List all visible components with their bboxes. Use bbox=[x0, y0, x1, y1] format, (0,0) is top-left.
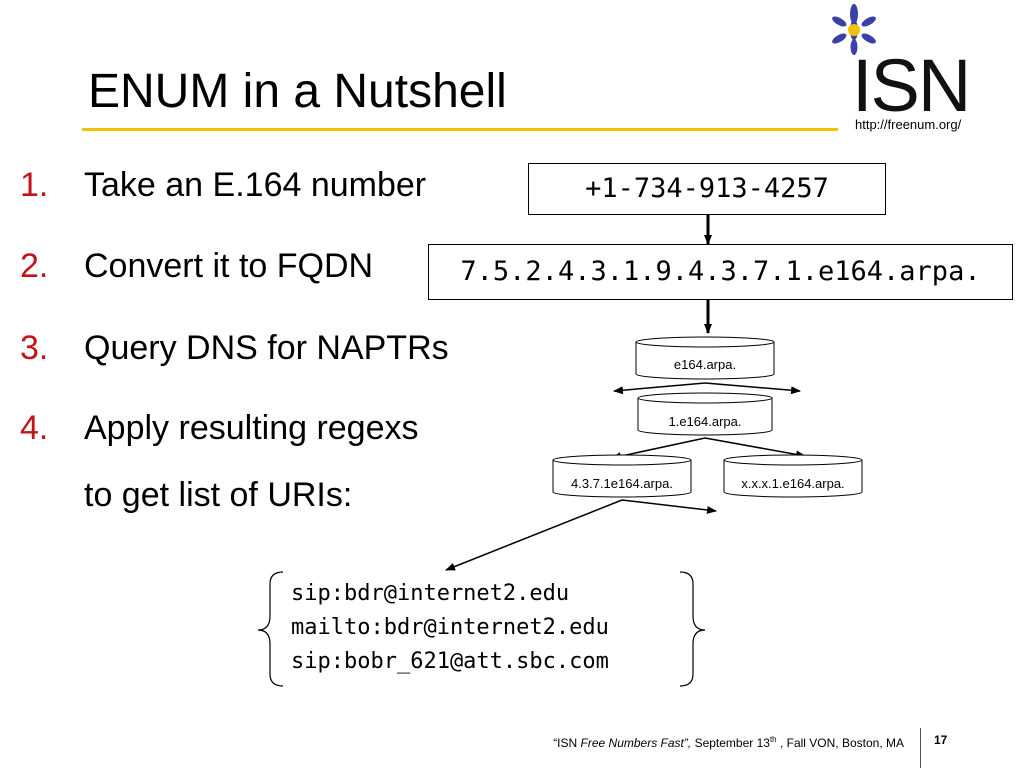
flower-petal bbox=[861, 33, 876, 44]
left-brace bbox=[257, 571, 284, 687]
step-item-1: 1. Take an E.164 number bbox=[20, 165, 540, 205]
flower-petal bbox=[850, 39, 858, 55]
db-cylinder-root bbox=[635, 336, 775, 380]
uri-item: sip:bdr@internet2.edu bbox=[291, 581, 570, 606]
db-label-level2-left: 4.3.7.1e164.arpa. bbox=[571, 476, 673, 491]
uri-item: mailto:bdr@internet2.edu bbox=[291, 615, 609, 640]
step-text: Convert it to FQDN bbox=[84, 247, 374, 285]
phone-number-box: +1-734-913-4257 bbox=[528, 163, 886, 215]
right-brace bbox=[679, 571, 706, 687]
flower-petal bbox=[850, 5, 858, 21]
step-4-continuation: to get list of URIs: bbox=[84, 476, 353, 514]
step-number: 3. bbox=[20, 329, 49, 367]
flower-center bbox=[848, 24, 860, 36]
footer-event: , Fall VON, Boston, MA bbox=[776, 736, 904, 750]
flower-petal bbox=[832, 33, 847, 44]
flower-logo-icon bbox=[832, 4, 876, 55]
flower-petal bbox=[861, 16, 876, 27]
logo-text: ISN bbox=[852, 44, 971, 127]
step-item-2: 2. Convert it to FQDN bbox=[20, 246, 540, 286]
footer-date-suffix: th bbox=[769, 735, 777, 744]
db-label-level1: 1.e164.arpa. bbox=[668, 414, 742, 429]
footer-quote-italic: Free Numbers Fast”, bbox=[580, 736, 692, 750]
fqdn-box: 7.5.2.4.3.1.9.4.3.7.1.e164.arpa. bbox=[428, 244, 1013, 300]
title-underline bbox=[82, 128, 838, 131]
arrow-root-right bbox=[704, 382, 801, 395]
footer-date: September 13 bbox=[691, 736, 770, 750]
arrow-level2-right bbox=[621, 499, 717, 514]
step-text: Query DNS for NAPTRs bbox=[84, 329, 449, 367]
flower-petal bbox=[832, 16, 847, 27]
step-number: 1. bbox=[20, 166, 49, 204]
page-number: 17 bbox=[934, 733, 948, 747]
slide-title: ENUM in a Nutshell bbox=[88, 65, 507, 118]
db-cylinder-level1 bbox=[637, 392, 773, 436]
footer-quote-open: “ISN bbox=[553, 736, 581, 750]
arrow-root-left bbox=[613, 382, 706, 395]
step-text: Take an E.164 number bbox=[84, 166, 427, 204]
db-cylinder-level2-right bbox=[723, 454, 863, 498]
footer-caption: “ISN Free Numbers Fast”, September 13th … bbox=[480, 732, 904, 751]
db-cylinder-level2-left bbox=[552, 454, 692, 498]
footer-divider bbox=[920, 728, 921, 768]
step-text: Apply resulting regexs bbox=[84, 409, 419, 447]
arrow-level1-right bbox=[704, 437, 806, 459]
step-item-4: 4. Apply resulting regexs bbox=[20, 408, 540, 448]
step-number: 4. bbox=[20, 409, 49, 447]
arrow-to-uris bbox=[445, 499, 623, 571]
db-label-root: e164.arpa. bbox=[673, 357, 737, 372]
db-label-level2-right: x.x.x.1.e164.arpa. bbox=[741, 476, 845, 491]
logo-url: http://freenum.org/ bbox=[855, 117, 962, 132]
step-item-3: 3. Query DNS for NAPTRs bbox=[20, 328, 540, 368]
uri-item: sip:bobr_621@att.sbc.com bbox=[291, 649, 609, 674]
step-number: 2. bbox=[20, 247, 49, 285]
